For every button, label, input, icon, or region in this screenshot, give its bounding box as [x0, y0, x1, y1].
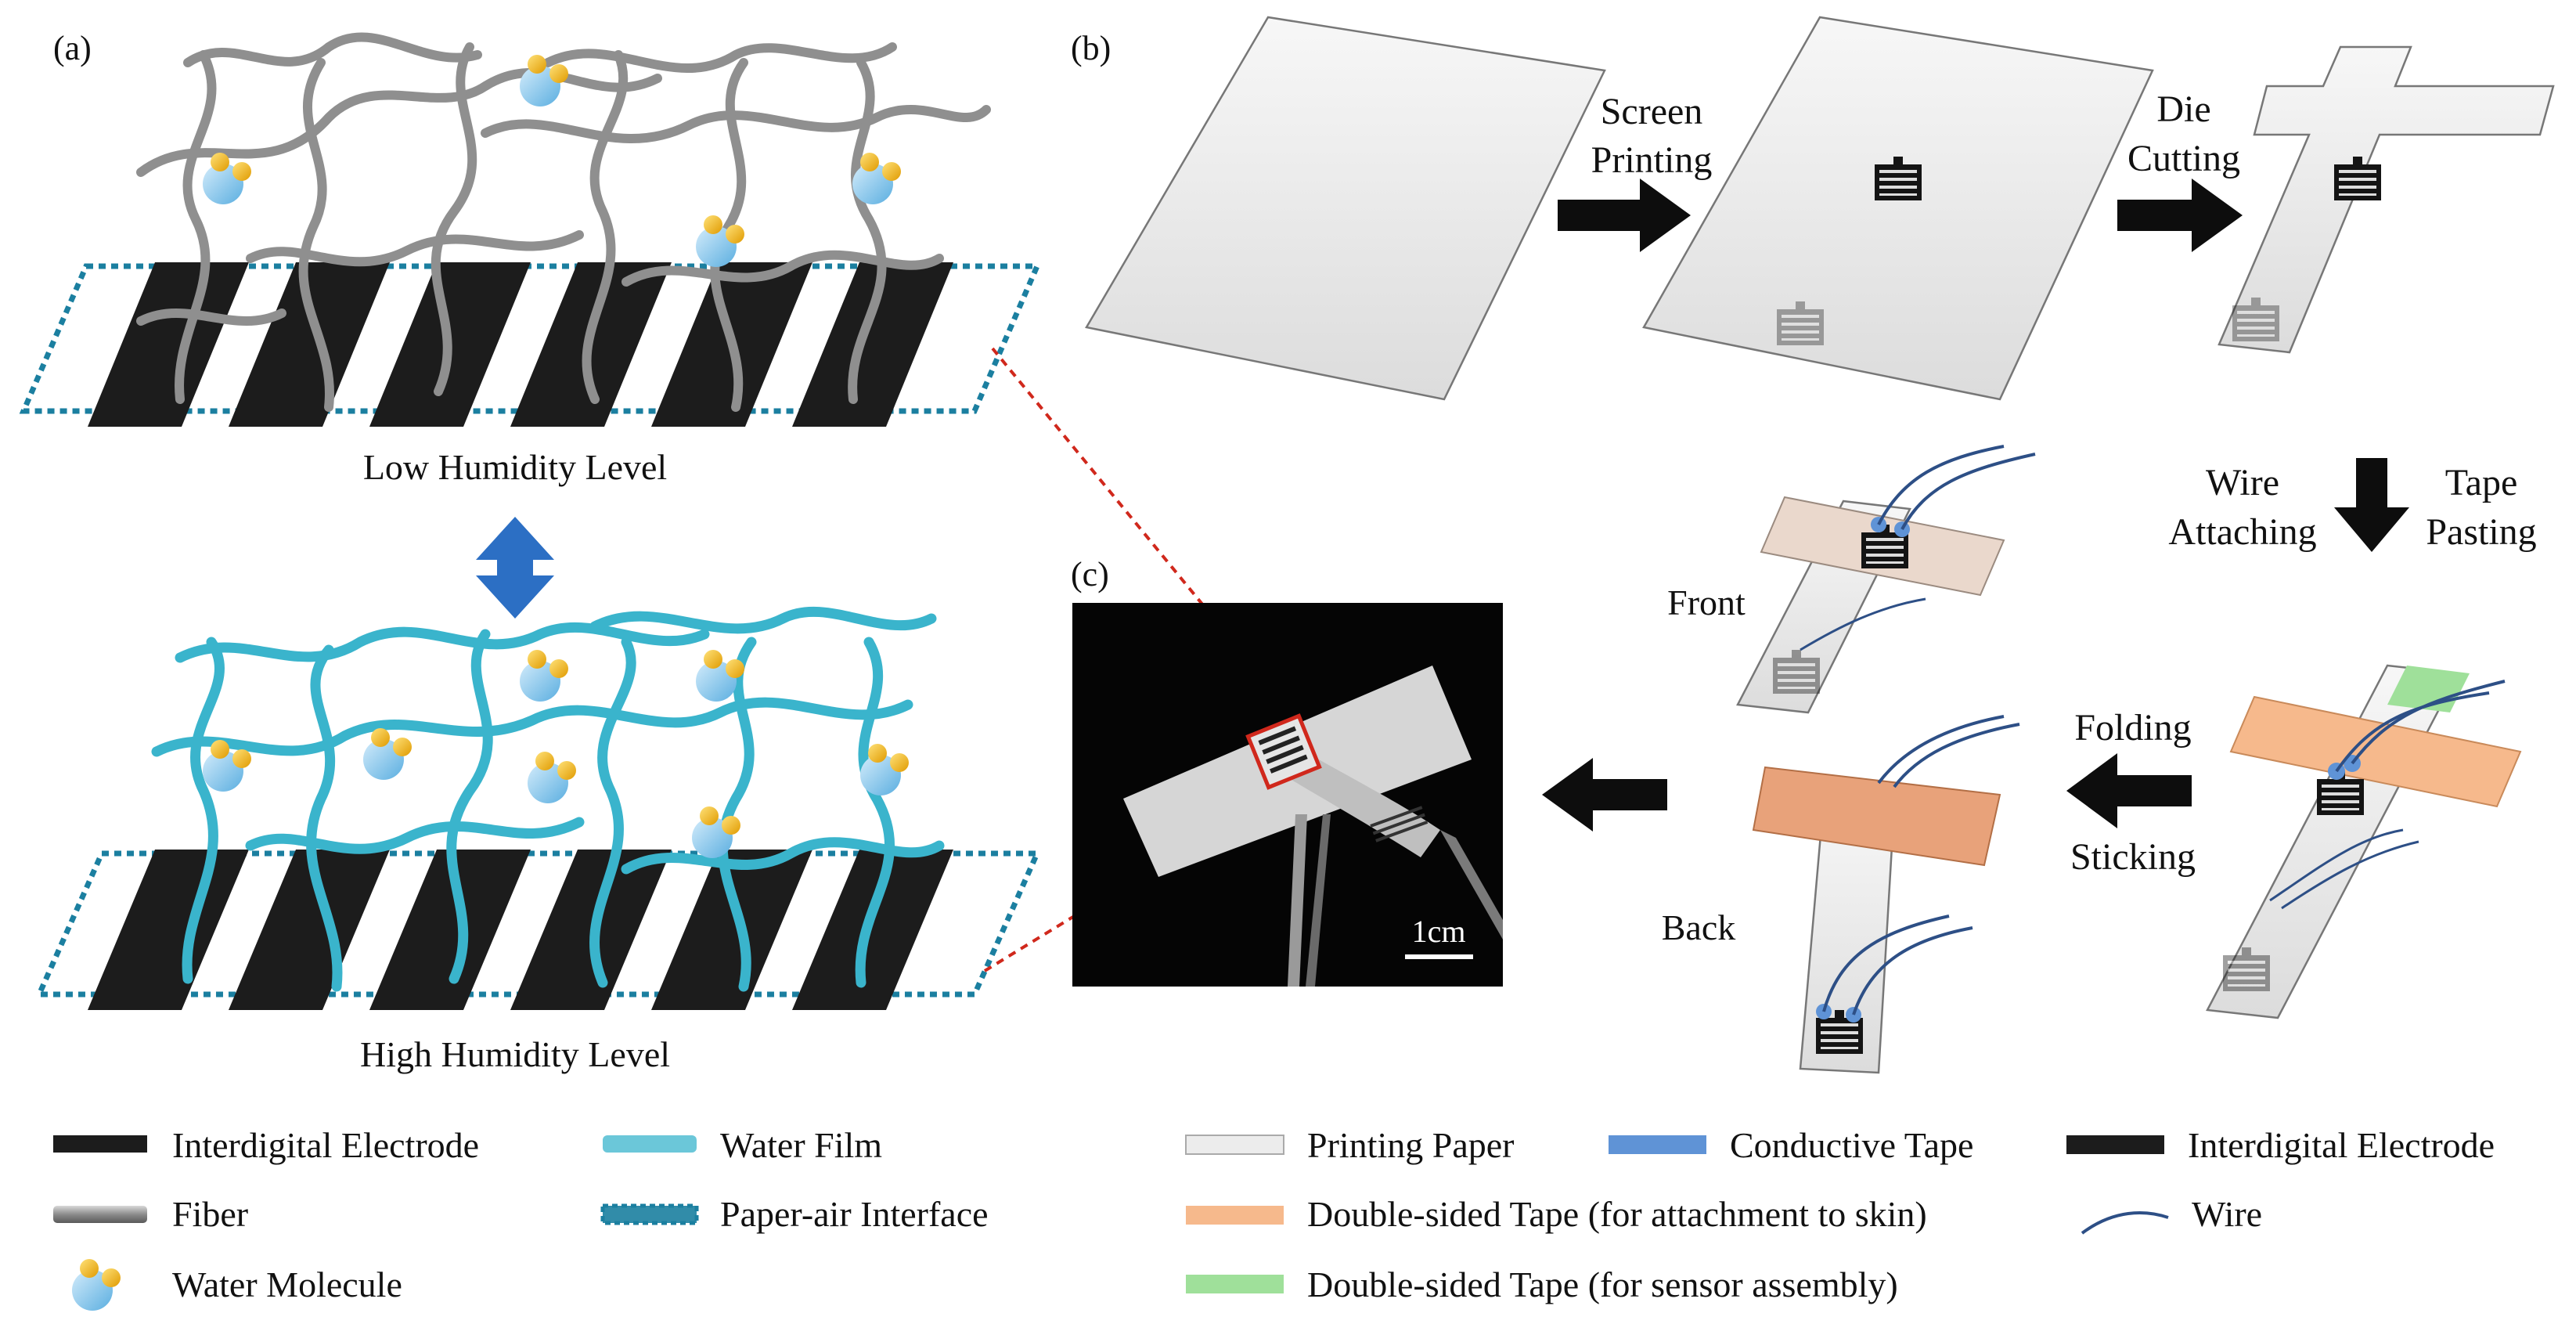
printing-paper-swatch	[1185, 1135, 1284, 1155]
legend-left-text-2: Fiber	[172, 1194, 248, 1234]
legend-right-text-0: Printing Paper	[1307, 1125, 1514, 1165]
step-tape-pasting-line1: Tape	[2445, 462, 2518, 503]
zoom-line-bottom	[983, 770, 1313, 972]
step-wire-attaching-line2: Attaching	[2168, 511, 2316, 553]
electrode-stripes	[88, 262, 953, 427]
assembled-sensor	[2206, 664, 2522, 1019]
legend-right: Printing Paper Conductive Tape Interdigi…	[1185, 1125, 2495, 1304]
back-label: Back	[1662, 907, 1736, 947]
fiber-swatch	[53, 1206, 147, 1223]
legend-right-text-3: Double-sided Tape (for attachment to ski…	[1307, 1194, 1927, 1234]
sensor-front-view	[1736, 445, 2036, 714]
step-arrow-4	[2066, 753, 2192, 828]
printing-paper-blank	[1085, 16, 1606, 401]
scale-bar-label: 1cm	[1412, 914, 1466, 949]
paper-air-interface-swatch	[603, 1206, 697, 1223]
panel-c-label: (c)	[1071, 555, 1109, 593]
wire-swatch	[2081, 1211, 2169, 1235]
panel-a-label: (a)	[53, 29, 92, 67]
step-screen-printing-line1: Screen	[1601, 91, 1703, 132]
step-tape-pasting-line2: Pasting	[2426, 511, 2536, 553]
step-screen-printing-line2: Printing	[1591, 139, 1713, 181]
low-humidity-illustration	[19, 32, 1042, 427]
paper-air-interface	[19, 263, 1042, 414]
water-film-swatch	[603, 1135, 697, 1153]
step-arrow-1	[1558, 179, 1691, 252]
legend-right-text-4: Wire	[2192, 1194, 2262, 1234]
step-arrow-5	[1542, 758, 1667, 832]
interdigital-electrode-swatch-right	[2066, 1135, 2164, 1154]
step-die-cutting-line2: Cutting	[2127, 138, 2240, 179]
die-cut-sensor	[2218, 45, 2555, 354]
step-sticking: Sticking	[2070, 836, 2196, 878]
step-wire-attaching-line1: Wire	[2206, 462, 2279, 503]
skin-tape-swatch	[1186, 1206, 1284, 1225]
water-film-fiber-network	[151, 606, 945, 992]
paper-air-interface-swatch-dashes	[600, 1203, 699, 1225]
interdigital-electrode-swatch	[53, 1135, 147, 1153]
panel-b-label: (b)	[1071, 29, 1111, 67]
step-arrow-2	[2117, 179, 2243, 252]
legend-left-text-3: Paper-air Interface	[720, 1194, 989, 1234]
fiber-network	[136, 32, 991, 412]
electrode-stripes	[88, 850, 953, 1010]
front-label: Front	[1667, 583, 1746, 622]
legend-right-text-1: Conductive Tape	[1730, 1125, 1973, 1165]
legend-left-text-4: Water Molecule	[172, 1264, 402, 1304]
assembly-tape-swatch	[1186, 1275, 1284, 1293]
printing-paper-printed	[1642, 16, 2154, 401]
step-die-cutting-line1: Die	[2156, 88, 2210, 130]
high-humidity-illustration	[34, 606, 1042, 1010]
legend-left-text-0: Interdigital Electrode	[172, 1125, 479, 1165]
legend-left: Interdigital Electrode Water Film Fiber …	[53, 1125, 989, 1311]
legend-right-text-2: Interdigital Electrode	[2188, 1125, 2495, 1165]
step-folding: Folding	[2074, 707, 2191, 749]
low-humidity-caption: Low Humidity Level	[363, 447, 667, 487]
sensor-photo: 1cm	[1072, 603, 1503, 987]
high-humidity-caption: High Humidity Level	[360, 1034, 670, 1074]
sensor-back-view	[1752, 715, 2020, 1074]
step-arrow-3	[2334, 458, 2409, 552]
legend-right-text-5: Double-sided Tape (for sensor assembly)	[1307, 1264, 1898, 1304]
conductive-tape-swatch	[1609, 1135, 1706, 1154]
humidity-change-arrow	[476, 517, 554, 619]
legend-left-text-1: Water Film	[720, 1125, 882, 1165]
